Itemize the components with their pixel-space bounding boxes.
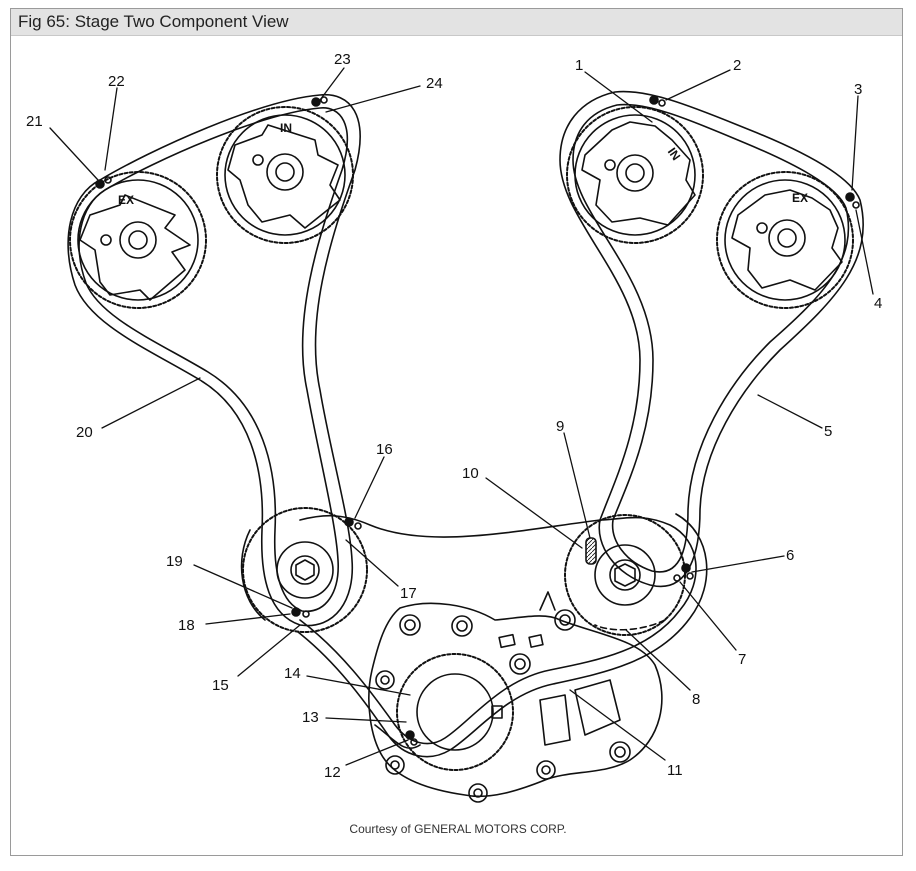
callout-16: 16 [376,441,393,458]
callout-24: 24 [426,75,443,92]
callout-labels: 1 2 3 4 5 6 7 8 9 10 11 12 13 14 15 16 1… [26,51,882,781]
left-exhaust-mark: EX [118,193,134,207]
callout-13: 13 [302,709,319,726]
timing-link-markers [95,95,860,746]
figure-credit: Courtesy of GENERAL MOTORS CORP. [349,822,567,836]
callout-15: 15 [212,677,229,694]
right-intake-sprocket [566,106,704,244]
crankshaft-assembly [368,591,663,803]
callout-14: 14 [284,665,301,682]
callout-3: 3 [854,81,862,98]
figure-title: Fig 65: Stage Two Component View [18,12,289,31]
figure-titlebar: Fig 65: Stage Two Component View [11,9,902,36]
left-intake-sprocket [216,106,354,244]
callout-4: 4 [874,295,882,312]
callout-10: 10 [462,465,479,482]
callout-5: 5 [824,423,832,440]
callout-17: 17 [400,585,417,602]
callout-19: 19 [166,553,183,570]
leader-lines [49,67,874,766]
sprocket-markings: EX IN IN EX [118,121,808,207]
callout-6: 6 [786,547,794,564]
left-idler-sprocket [240,507,368,633]
callout-1: 1 [575,57,583,74]
callout-2: 2 [733,57,741,74]
callout-20: 20 [76,424,93,441]
right-bank-chain [559,90,864,588]
callout-12: 12 [324,764,341,781]
callout-7: 7 [738,651,746,668]
left-exhaust-sprocket [69,171,207,309]
right-exhaust-mark: EX [792,191,808,205]
callout-8: 8 [692,691,700,708]
right-idler-sprocket [564,514,686,636]
callout-21: 21 [26,113,43,130]
right-exhaust-sprocket [716,171,854,309]
callout-22: 22 [108,73,125,90]
left-bank-chain [67,94,361,627]
callout-9: 9 [556,418,564,435]
callout-18: 18 [178,617,195,634]
callout-23: 23 [334,51,351,68]
chain-tensioner [585,537,597,565]
right-intake-mark: IN [665,145,683,163]
left-intake-mark: IN [280,121,292,135]
callout-11: 11 [667,762,683,779]
